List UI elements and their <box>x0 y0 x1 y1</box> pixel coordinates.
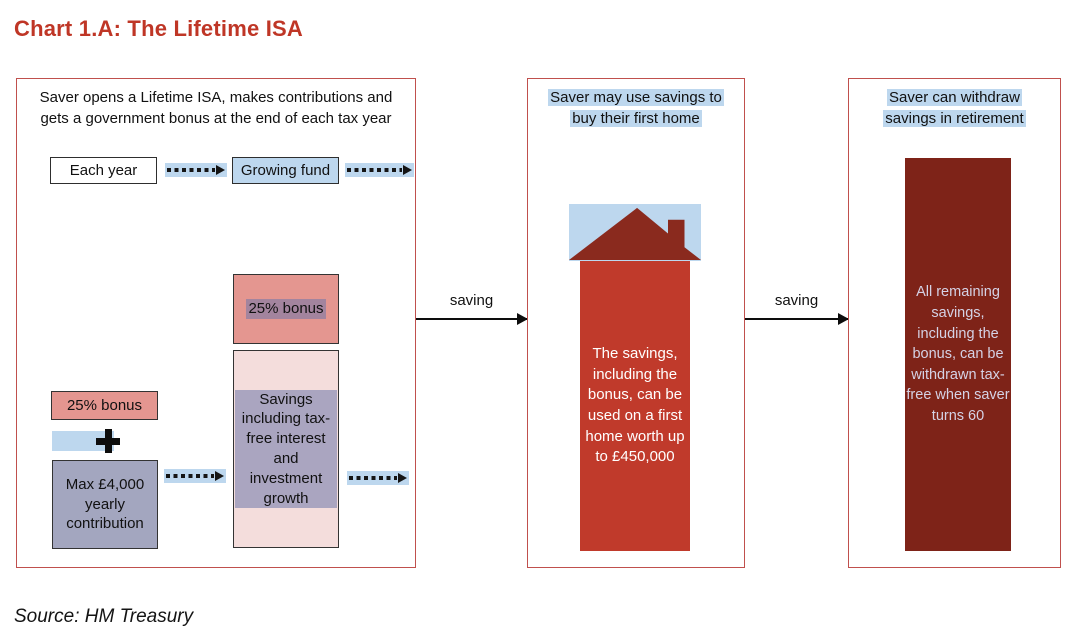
plus-band <box>52 429 120 453</box>
source-caption: Source: HM Treasury <box>14 606 194 627</box>
growing-fund-box: Growing fund <box>232 157 339 184</box>
first-home-text: The savings, including the bonus, can be… <box>585 344 685 466</box>
panel-retirement-header: Saver can withdraw savings in retirement <box>866 88 1043 129</box>
arrowhead-icon <box>403 165 412 175</box>
first-home-box: The savings, including the bonus, can be… <box>580 261 690 551</box>
house-icon <box>569 204 701 261</box>
panel-retirement: Saver can withdraw savings in retirement… <box>848 78 1061 568</box>
saving-arrow-label: saving <box>449 292 494 309</box>
panel-first-home: Saver may use savings to buy their first… <box>527 78 745 568</box>
arrow-shaft-icon <box>745 313 849 325</box>
max-contribution-label: Max £4,000 yearly contribution <box>65 475 145 533</box>
dotted-line <box>167 168 215 172</box>
saving-arrow: saving <box>745 292 849 325</box>
panel-contributions-header: Saver opens a Lifetime ISA, makes contri… <box>39 89 393 127</box>
growing-fund-label: Growing fund <box>240 161 331 179</box>
dotted-arrow-icon <box>347 471 409 485</box>
chart-title: Chart 1.A: The Lifetime ISA <box>14 16 303 41</box>
each-year-label: Each year <box>69 161 138 179</box>
saving-arrow-label: saving <box>774 292 819 309</box>
dotted-arrow-icon <box>345 163 414 177</box>
panel-contributions: Saver opens a Lifetime ISA, makes contri… <box>16 78 416 568</box>
arrowhead-icon <box>216 165 225 175</box>
bonus-top-box: 25% bonus <box>233 274 339 344</box>
bonus-left-label: 25% bonus <box>66 396 143 414</box>
dotted-line <box>166 474 214 478</box>
panel-first-home-header-text: Saver may use savings to buy their first… <box>548 89 724 127</box>
bonus-top-label: 25% bonus <box>246 299 326 319</box>
dotted-arrow-icon <box>164 469 226 483</box>
arrowhead-icon <box>398 473 407 483</box>
dotted-line <box>349 476 397 480</box>
arrow-shaft-icon <box>416 313 528 325</box>
dotted-arrow-icon <box>165 163 227 177</box>
bonus-left-box: 25% bonus <box>51 391 158 420</box>
retirement-box: All remaining savings, including the bon… <box>905 158 1011 551</box>
plus-icon <box>96 429 120 453</box>
arrowhead-icon <box>215 471 224 481</box>
savings-growth-box: Savings including tax-free interest and … <box>233 350 339 548</box>
each-year-box: Each year <box>50 157 157 184</box>
saving-arrow: saving <box>416 292 528 325</box>
panel-retirement-header-text: Saver can withdraw savings in retirement <box>883 89 1026 127</box>
max-contribution-box: Max £4,000 yearly contribution <box>52 460 158 549</box>
dotted-line <box>347 168 402 172</box>
house-roof-icon <box>569 207 701 261</box>
retirement-text: All remaining savings, including the bon… <box>906 284 1010 424</box>
savings-growth-label: Savings including tax-free interest and … <box>235 389 337 509</box>
panel-first-home-header: Saver may use savings to buy their first… <box>547 88 725 129</box>
